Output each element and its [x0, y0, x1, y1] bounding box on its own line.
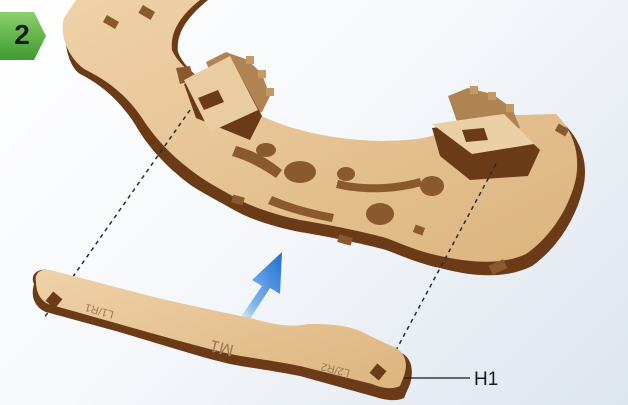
- part-callout-label: H1: [474, 369, 498, 390]
- upper-frame-part: [63, 0, 585, 275]
- part-callout: H1: [404, 369, 498, 390]
- bar-part-m1: L1/R1 M1 L2/R2: [33, 270, 412, 401]
